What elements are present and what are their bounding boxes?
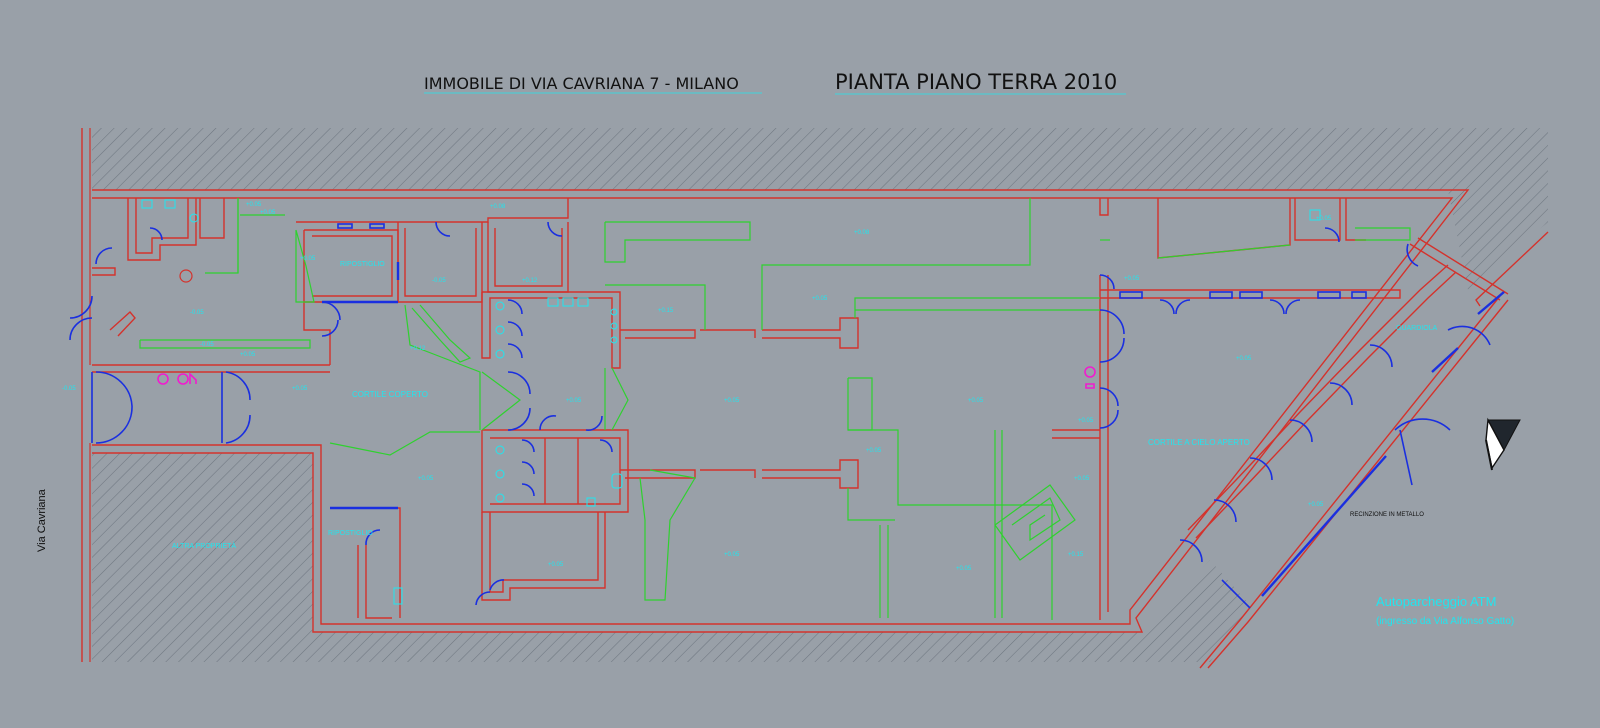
level-marker: +0.15 [1068,552,1084,558]
hatched-boundary [81,128,1548,662]
level-marker: +0.12 [522,278,538,284]
level-marker: +0.05 [724,398,740,404]
level-marker: +0.05 [292,386,308,392]
level-marker: +0.05 [548,562,564,568]
level-markers: -0.05 -0.05 -0.05 +0.05 +0.05 +0.05 -0.0… [62,202,1332,572]
level-marker: -0.05 [190,310,204,316]
zone-guard: GUARDIOLA [1396,325,1438,332]
level-marker: +0.05 [1316,216,1332,222]
level-marker: +0.05 [866,448,882,454]
level-marker: +0.08 [854,230,870,236]
level-marker: +0.05 [1236,356,1252,362]
level-marker: -0.05 [432,278,446,284]
level-marker: +0.05 [1308,502,1324,508]
level-marker: -0.05 [200,342,214,348]
level-marker: +0.05 [418,476,434,482]
doors [69,221,1505,609]
zone-other-property: ALTRA PROPRIETÀ [172,541,236,550]
level-marker: +0.05 [1074,476,1090,482]
zone-courtyard-open: CORTILE A CIELO APERTO [1148,438,1250,447]
level-marker: +0.05 [1078,418,1094,424]
level-marker: +0.05 [956,566,972,572]
level-marker: +0.12 [410,346,426,352]
level-marker: +0.05 [812,296,828,302]
hydrant-symbols [157,366,1096,389]
interior-walls [92,198,1509,620]
level-marker: +0.08 [490,204,506,210]
level-marker: +0.15 [658,308,674,314]
north-arrow-icon [1485,417,1521,471]
level-marker: +0.05 [240,352,256,358]
parking-access: (ingresso da Via Alfonso Gatto) [1376,616,1514,627]
zone-room-b: RIPOSTIGLIO [328,530,373,537]
zone-courtyard-covered: CORTILE COPERTO [352,390,428,399]
sanitary-fixtures [141,199,1321,605]
parking-name: Autoparcheggio ATM [1376,594,1496,609]
fixtures [139,198,1411,620]
fence-label: RECINZIONE IN METALLO [1350,512,1424,518]
level-marker: +0.05 [968,398,984,404]
level-marker: +0.05 [1124,276,1140,282]
zone-room-a: RIPOSTIGLIO [340,261,385,268]
street-label: Via Cavriana [36,488,48,552]
level-marker: -0.05 [62,386,76,392]
level-marker: +0.05 [724,552,740,558]
level-marker: +0.05 [246,202,262,208]
building-title: IMMOBILE DI VIA CAVRIANA 7 - MILANO [424,74,739,93]
level-marker: +0.05 [566,398,582,404]
plan-title: PIANTA PIANO TERRA 2010 [835,70,1117,94]
level-marker: +0.05 [260,210,276,216]
level-marker: +0.05 [300,256,316,262]
outer-walls [92,189,1549,669]
